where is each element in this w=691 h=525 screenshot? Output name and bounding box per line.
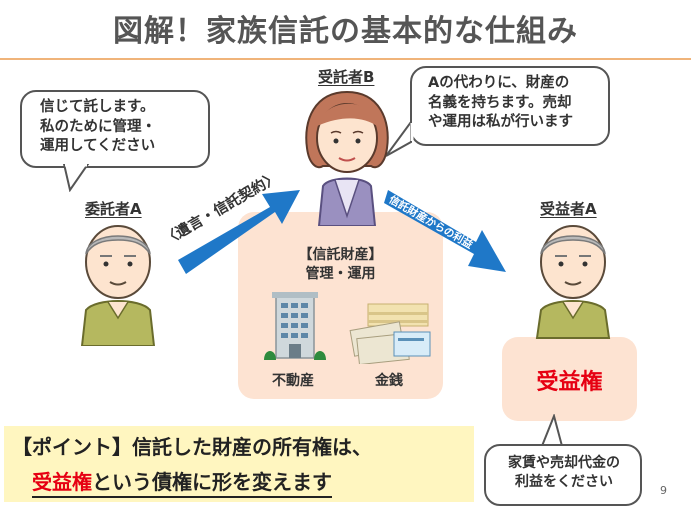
settlor-speech-line: 私のために管理・ bbox=[40, 118, 156, 135]
trustee-speech-bubble: Aの代わりに、財産の 名義を持ちます。売却 や運用は私が行います bbox=[410, 66, 610, 146]
beneficiary-speech-bubble: 家賃や売却代金の 利益をください bbox=[484, 444, 642, 506]
point-line-1: 【ポイント】信託した財産の所有権は、 bbox=[12, 435, 372, 459]
trust-assets-heading: 【信託財産】 bbox=[298, 247, 383, 263]
money-icon bbox=[349, 303, 431, 364]
title-divider bbox=[0, 58, 691, 60]
point-line-2: 受益権という債権に形を変えます bbox=[32, 466, 332, 498]
trust-assets-subheading: 管理・運用 bbox=[305, 266, 376, 282]
settlor-speech-bubble: 信じて託します。 私のために管理・ 運用してください bbox=[20, 90, 210, 168]
beneficiary-label: 受益者A bbox=[540, 200, 597, 218]
trustee-speech-line: や運用は私が行います bbox=[428, 114, 573, 131]
trustee-speech-line: 名義を持ちます。売却 bbox=[428, 94, 572, 111]
page-title: 図解！家族信託の基本的な仕組み bbox=[113, 14, 578, 49]
point-line-2-rest: という債権に形を変えます bbox=[92, 470, 332, 494]
trustee-label: 受託者B bbox=[318, 68, 375, 86]
point-highlight-red: 受益権 bbox=[32, 470, 92, 494]
page-number: 9 bbox=[660, 484, 667, 497]
money-label: 金銭 bbox=[375, 373, 403, 389]
settlor-bubble-tail bbox=[62, 164, 90, 192]
trustee-speech-line: Aの代わりに、財産の bbox=[428, 75, 570, 91]
settlor-label: 委託者A bbox=[85, 200, 142, 218]
trust-profit-arrow bbox=[384, 190, 506, 272]
trustee-woman-figure bbox=[305, 90, 389, 226]
beneficiary-man-figure bbox=[535, 225, 611, 339]
settlor-man-figure bbox=[80, 225, 156, 346]
settlor-speech-line: 信じて託します。 bbox=[40, 99, 155, 115]
settlor-speech-line: 運用してください bbox=[40, 138, 156, 155]
point-box bbox=[4, 426, 474, 502]
beneficiary-speech-line: 家賃や売却代金の bbox=[508, 455, 620, 471]
building-icon bbox=[264, 292, 326, 360]
beneficiary-bubble-tail bbox=[540, 414, 564, 447]
beneficiary-speech-line: 利益をください bbox=[515, 473, 613, 490]
real-estate-label: 不動産 bbox=[272, 373, 314, 389]
beneficial-right-text: 受益権 bbox=[536, 370, 603, 395]
trustee-bubble-tail bbox=[385, 120, 414, 157]
beneficiary-right-panel bbox=[502, 337, 637, 421]
asset-transfer-arrow bbox=[178, 190, 300, 274]
